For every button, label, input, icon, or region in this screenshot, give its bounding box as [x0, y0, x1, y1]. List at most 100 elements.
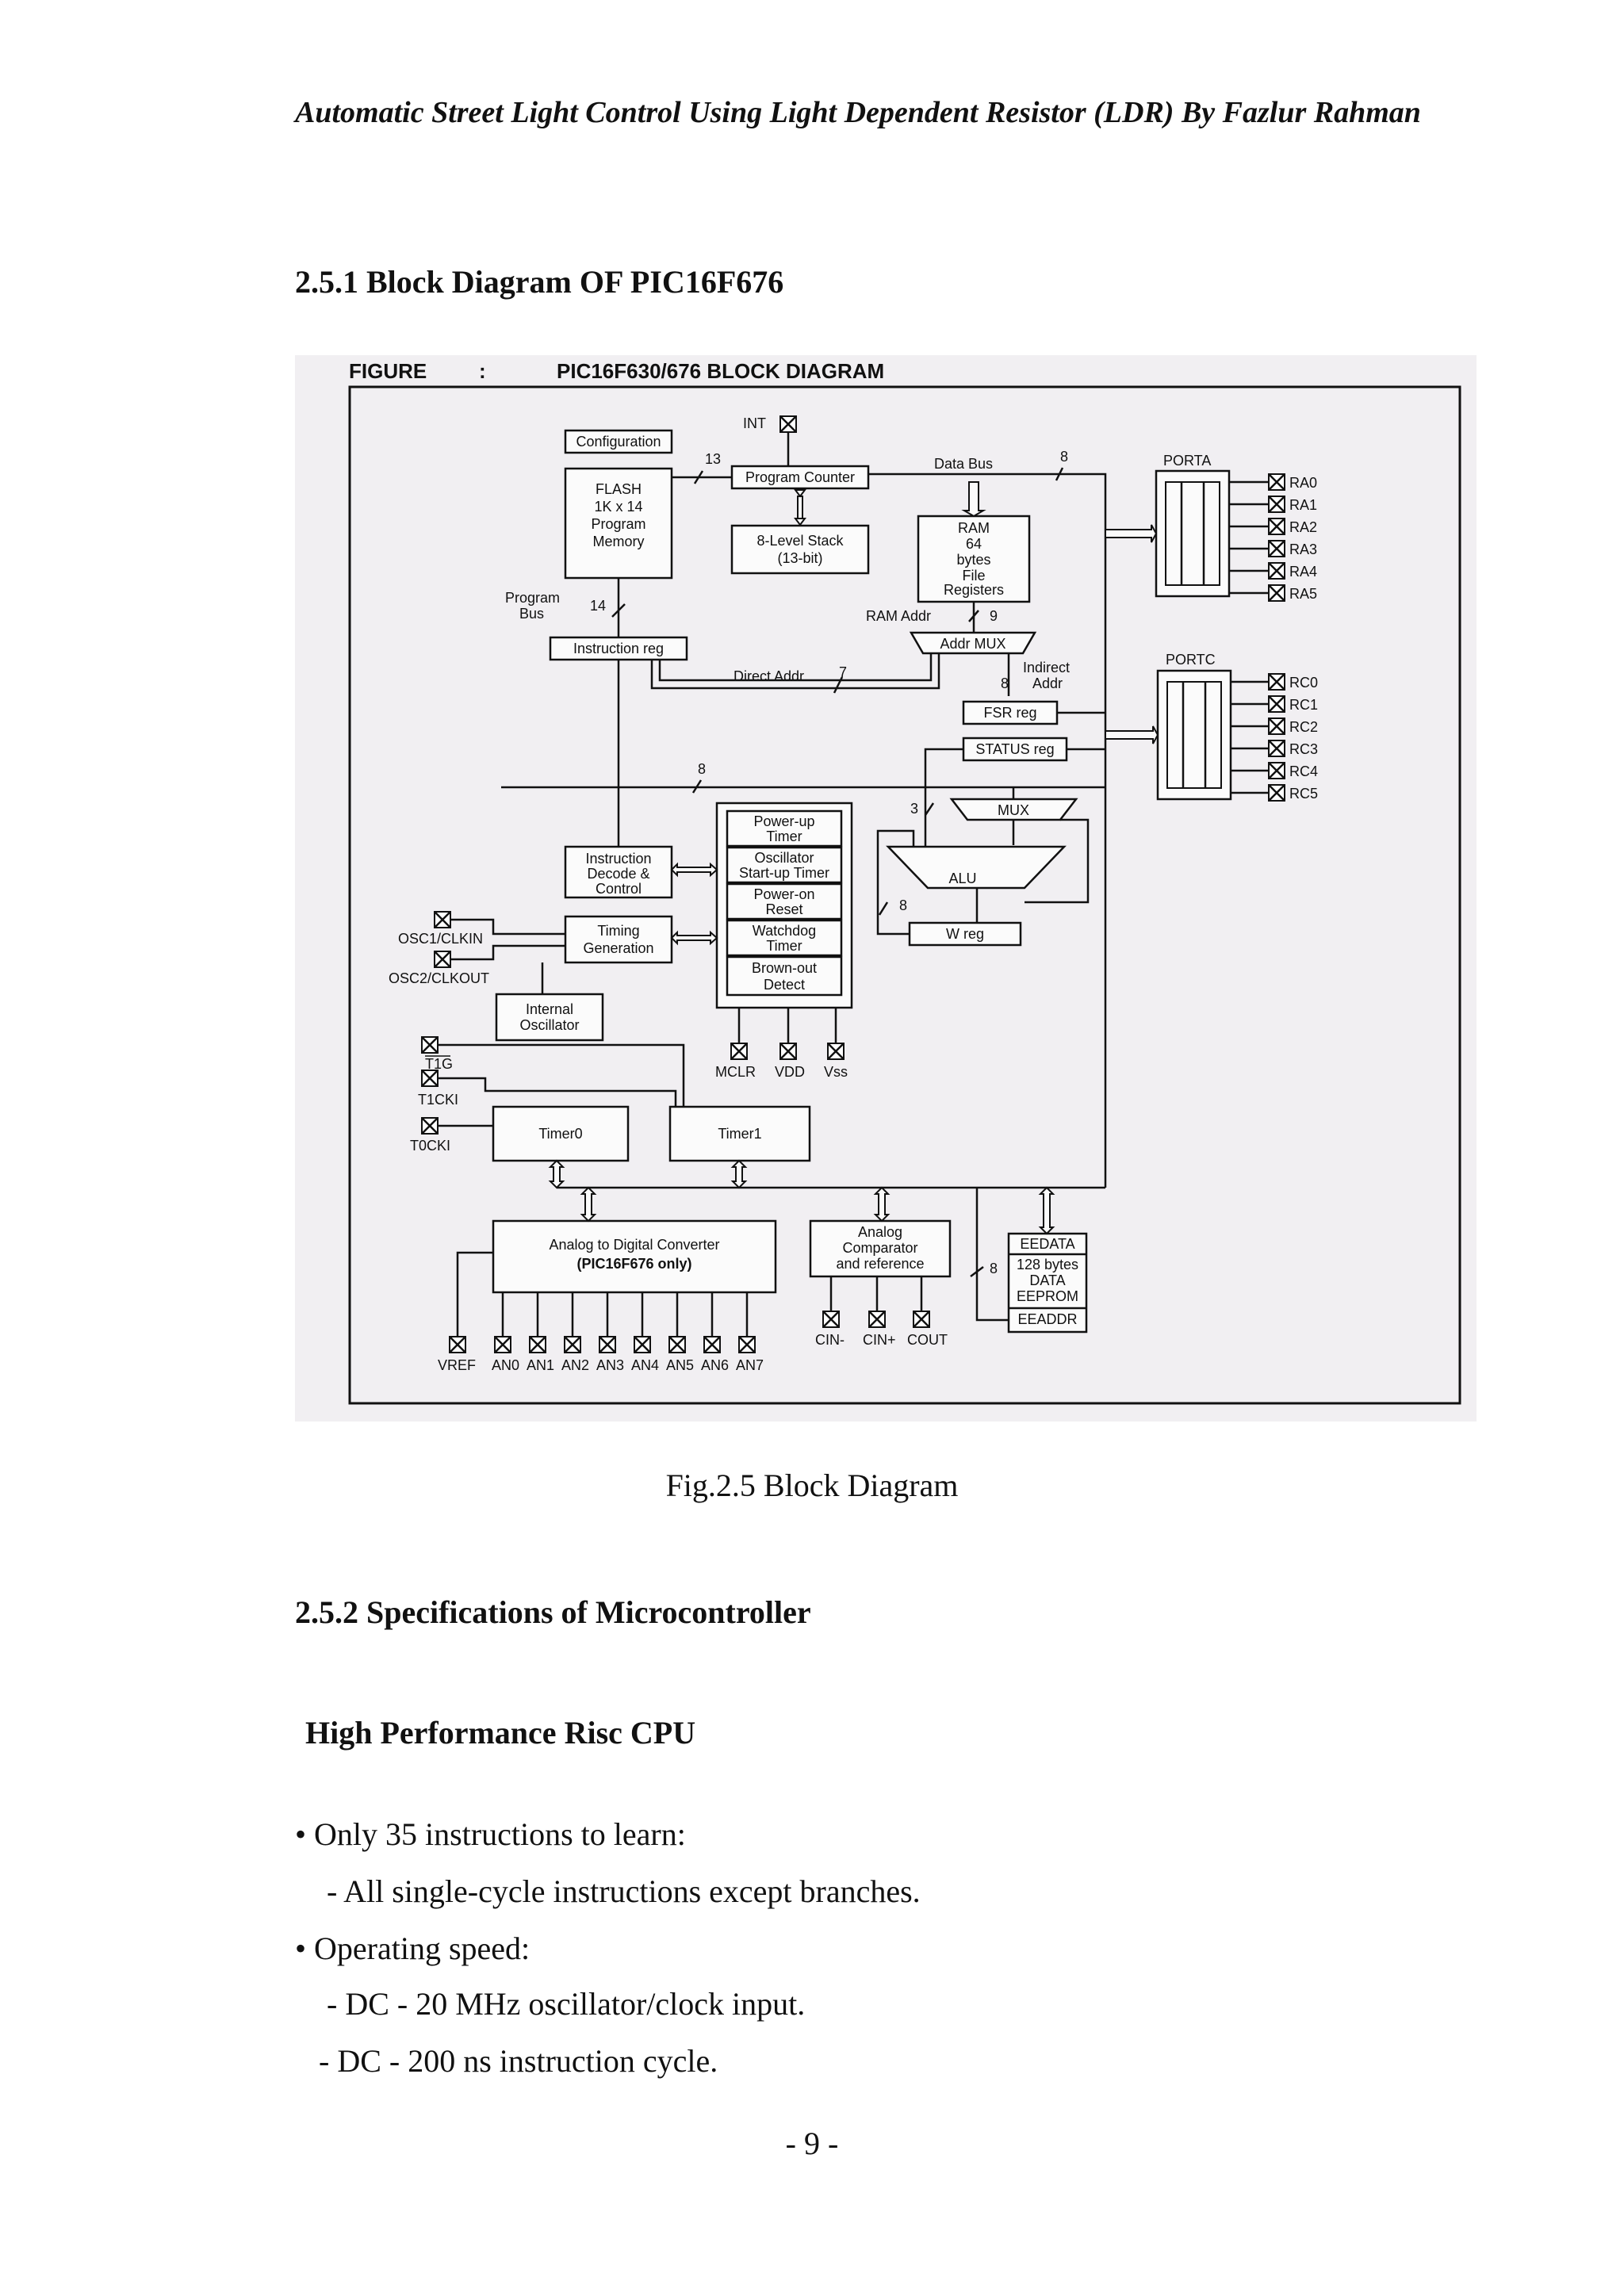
- portc-block: [1156, 669, 1232, 801]
- svg-text:RC1: RC1: [1289, 697, 1318, 713]
- subheading-risc-cpu: High Performance Risc CPU: [305, 1715, 696, 1751]
- svg-text:Timer: Timer: [766, 828, 802, 844]
- direct-addr-label: Direct Addr: [733, 668, 804, 684]
- vref-pin: [449, 1336, 466, 1353]
- svg-text:RC0: RC0: [1289, 675, 1318, 691]
- svg-text:CIN+: CIN+: [863, 1332, 896, 1348]
- svg-text:RA4: RA4: [1289, 564, 1317, 580]
- data-bus-line: [868, 473, 1107, 1188]
- figure-title: PIC16F630/676 BLOCK DIAGRAM: [557, 359, 884, 383]
- flash-memory-block: [564, 467, 673, 580]
- an7-pin: AN7: [736, 1292, 764, 1373]
- vref-label: VREF: [438, 1357, 476, 1373]
- running-header: Automatic Street Light Control Using Lig…: [295, 96, 1421, 129]
- cin-plus-pin: CIN+: [863, 1276, 896, 1348]
- indirect-width: 8: [1001, 675, 1009, 691]
- mclr-label: MCLR: [715, 1064, 756, 1080]
- instruction-reg-block: [549, 636, 688, 661]
- vdd-pin: [779, 1043, 797, 1060]
- mux-label: MUX: [998, 802, 1029, 818]
- fsr-reg-block: [962, 700, 1059, 725]
- data-bus-width: 8: [1060, 449, 1068, 465]
- eeprom-line-2: DATA: [1029, 1272, 1065, 1288]
- eeprom-line-1: 128 bytes: [1017, 1257, 1078, 1272]
- section-title-specifications: 2.5.2 Specifications of Microcontroller: [295, 1594, 811, 1630]
- program-counter-label: Program Counter: [745, 469, 855, 485]
- indirect-addr-line-2: Addr: [1032, 675, 1063, 691]
- osc2-pin: [434, 951, 451, 968]
- timing-generation-block: [564, 915, 673, 964]
- spec-line-4: - DC - 20 MHz oscillator/clock input.: [295, 1986, 806, 2022]
- portc-pin-rc4: RC4: [1231, 762, 1318, 779]
- an6-pin: AN6: [701, 1292, 729, 1373]
- status-width-3: 3: [910, 801, 918, 817]
- osc1-label: OSC1/CLKIN: [398, 931, 483, 947]
- vss-pin: [827, 1043, 845, 1060]
- svg-text:AN5: AN5: [666, 1357, 694, 1373]
- svg-text:RA2: RA2: [1289, 519, 1317, 535]
- svg-text:RC3: RC3: [1289, 741, 1318, 757]
- svg-text:Watchdog: Watchdog: [753, 923, 816, 939]
- ram-line-2: 64: [966, 536, 982, 552]
- portc-label: PORTC: [1166, 652, 1216, 668]
- figure-colon: :: [479, 359, 486, 383]
- an4-pin: AN4: [631, 1292, 659, 1373]
- ram-bus: [961, 481, 986, 518]
- svg-text:Detect: Detect: [764, 977, 805, 993]
- diagram-frame: [348, 385, 1461, 1405]
- svg-text:RA5: RA5: [1289, 586, 1317, 602]
- addr-mux-block: [909, 631, 1037, 655]
- porta-label: PORTA: [1163, 453, 1211, 469]
- svg-text:Power-on: Power-on: [753, 886, 814, 902]
- timer0-block: [492, 1105, 630, 1162]
- svg-text:CIN-: CIN-: [815, 1332, 845, 1348]
- eeprom-line-3: EEPROM: [1017, 1288, 1078, 1304]
- eedata-label: EEDATA: [1020, 1236, 1074, 1252]
- comparator-block: [809, 1219, 952, 1278]
- instruction-decode-block: [564, 845, 673, 899]
- svg-text:AN7: AN7: [736, 1357, 764, 1373]
- ram-line-1: RAM: [958, 520, 990, 536]
- cout-pin: COUT: [907, 1276, 948, 1348]
- int-label: INT: [743, 415, 766, 431]
- figure-caption: Fig.2.5 Block Diagram: [665, 1468, 959, 1503]
- adc-line-1: Analog to Digital Converter: [549, 1237, 719, 1253]
- spec-line-5: - DC - 200 ns instruction cycle.: [295, 2043, 718, 2079]
- ram-line-5: Registers: [944, 582, 1004, 598]
- cin-minus-pin: CIN-: [815, 1276, 845, 1348]
- ram-line-4: File: [962, 568, 985, 584]
- program-counter-block: [730, 465, 870, 490]
- svg-text:RC4: RC4: [1289, 763, 1318, 779]
- section-title-block-diagram: 2.5.1 Block Diagram OF PIC16F676: [295, 264, 784, 300]
- comparator-line-3: and reference: [836, 1256, 924, 1272]
- an5-pin: AN5: [666, 1292, 694, 1373]
- ram-line-3: bytes: [956, 552, 990, 568]
- svg-text:RC2: RC2: [1289, 719, 1318, 735]
- porta-pin-ra5: RA5: [1229, 584, 1317, 602]
- block-diagram-svg: FIGURE : PIC16F630/676 BLOCK DIAGRAM Con…: [348, 359, 1461, 1405]
- direct-addr-line: [650, 653, 940, 690]
- eeaddr-width: 8: [990, 1261, 998, 1276]
- svg-text:Brown-out: Brown-out: [752, 960, 817, 976]
- internal-osc-line-2: Oscillator: [519, 1017, 579, 1033]
- svg-text:Oscillator: Oscillator: [754, 850, 814, 866]
- svg-text:AN2: AN2: [561, 1357, 589, 1373]
- bus-width-13: 13: [705, 451, 721, 467]
- svg-text:AN4: AN4: [631, 1357, 659, 1373]
- portc-pin-rc0: RC0: [1231, 673, 1318, 691]
- alu-width: 8: [899, 897, 907, 913]
- portc-pin-rc3: RC3: [1231, 740, 1318, 757]
- alu-label: ALU: [948, 871, 976, 886]
- decode-line-3: Control: [596, 881, 642, 897]
- timing-line-2: Generation: [583, 940, 653, 956]
- addr-mux-label: Addr MUX: [940, 636, 1005, 652]
- an0-pin: AN0: [492, 1292, 519, 1373]
- w-reg-label: W reg: [946, 926, 984, 942]
- timer1-label: Timer1: [718, 1126, 761, 1142]
- porta-pin-ra0: RA0: [1229, 473, 1317, 491]
- timer1-block: [668, 1105, 811, 1162]
- timer0-label: Timer0: [538, 1126, 582, 1142]
